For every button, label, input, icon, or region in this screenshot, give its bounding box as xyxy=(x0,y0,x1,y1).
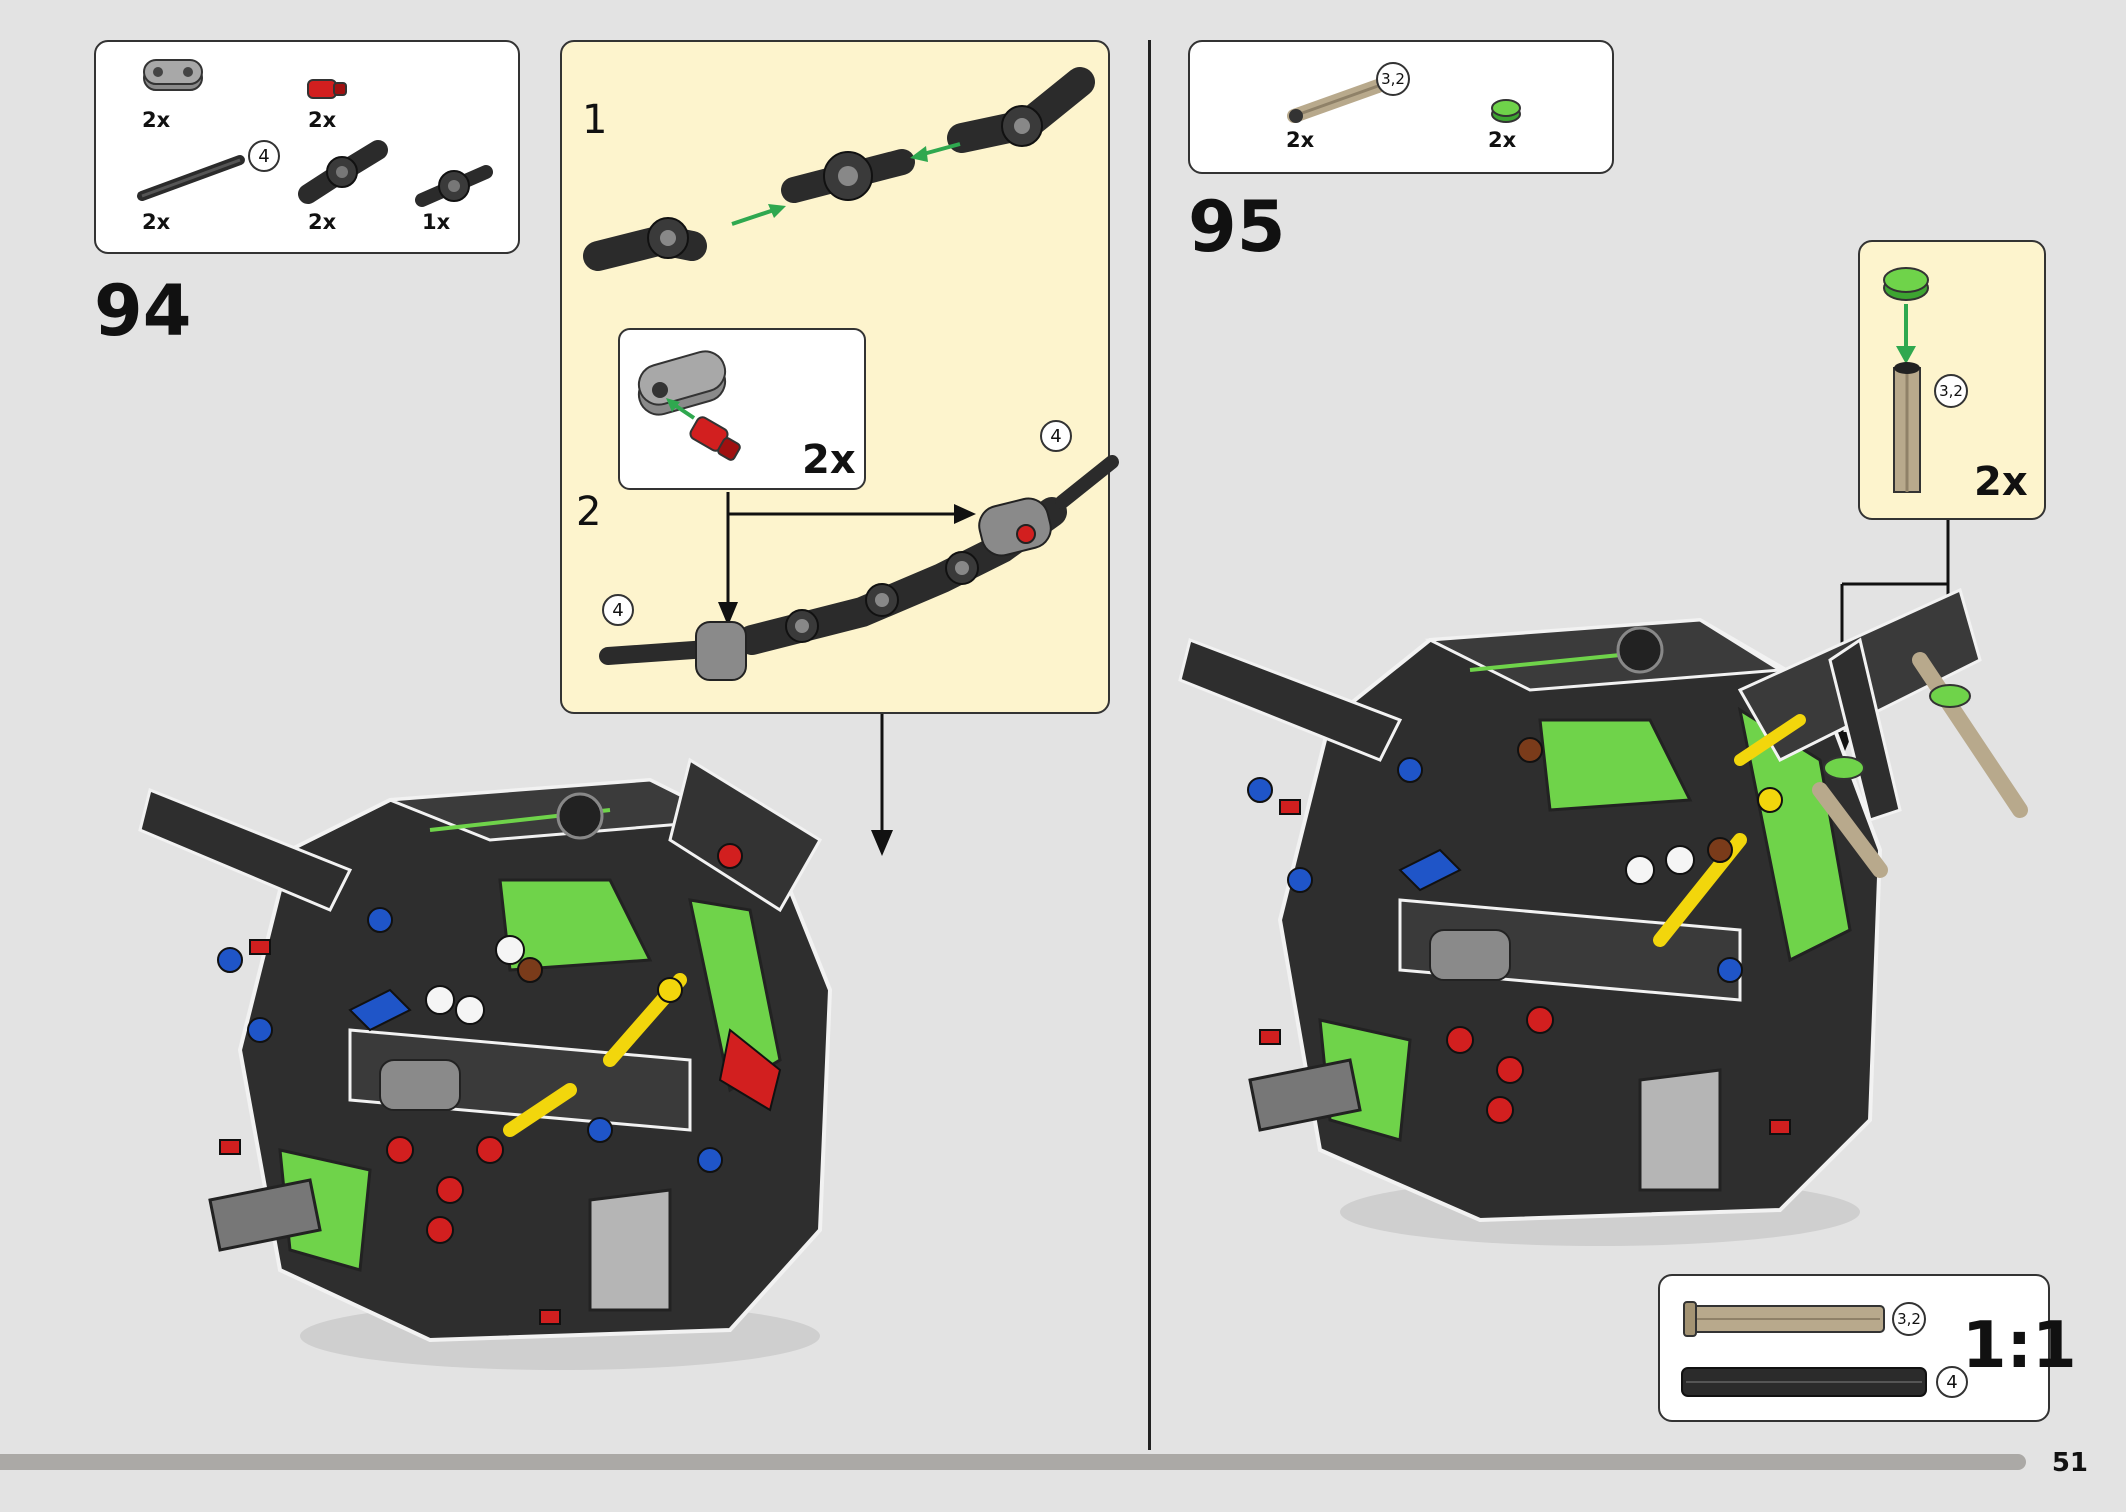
scale-label: 1:1 xyxy=(1962,1309,2077,1383)
scale-reference-box: 3,2 4 1:1 xyxy=(1658,1274,2077,1422)
step-number-95: 95 xyxy=(1188,186,1286,268)
part-qty: 2x xyxy=(1286,128,1315,152)
axle-length-badge: 4 xyxy=(1936,1366,1968,1398)
substep-number-1: 1 xyxy=(582,97,608,143)
gray-liftarm-icon xyxy=(143,59,203,91)
part-qty: 2x xyxy=(308,108,337,132)
step94-subassembly-callout: 1 2 2x xyxy=(560,40,1119,714)
step95-model-illustration xyxy=(1178,587,2028,1246)
substep-number-2: 2 xyxy=(576,489,602,535)
part-qty: 2x xyxy=(142,108,171,132)
part-qty: 2x xyxy=(1488,128,1517,152)
black-hub-icon xyxy=(415,165,493,207)
part-qty: 2x xyxy=(308,210,337,234)
axle-length-badge-right: 4 xyxy=(1040,420,1072,452)
substep2-inner-callout: 2x xyxy=(618,328,866,490)
tan-axle-icon xyxy=(1287,79,1385,123)
axle-length-badge: 3,2 xyxy=(1376,62,1410,96)
green-round-tile-icon xyxy=(1491,99,1521,123)
callout-quantity: 2x xyxy=(802,437,856,483)
step94-model-illustration xyxy=(138,757,833,1370)
page-number: 51 xyxy=(2051,1448,2088,1478)
progress-bar xyxy=(0,1454,2026,1470)
page-divider xyxy=(1148,40,1151,1450)
step95-subassembly-callout: 3,2 2x xyxy=(1858,240,2046,520)
step94-parts-box: 2x 2x 4 2x 2x 1x xyxy=(94,40,520,254)
substep1-assembly-illustration xyxy=(583,67,1095,271)
red-pin-icon xyxy=(307,79,347,99)
tile-on-axle-illustration xyxy=(1883,267,1929,493)
part-qty: 2x xyxy=(142,210,171,234)
liftarm-with-pin-illustration xyxy=(637,350,741,461)
black-axle-scale-icon xyxy=(1681,1367,1927,1397)
black-axle-icon xyxy=(137,155,245,201)
callout-quantity: 2x xyxy=(1974,459,2028,505)
black-connector-icon xyxy=(298,140,388,204)
step95-parts-box: 3,2 2x 2x xyxy=(1188,40,1614,174)
substep2-assembly-illustration xyxy=(599,455,1119,681)
axle-length-badge: 3,2 xyxy=(1934,374,1968,408)
part-qty: 1x xyxy=(422,210,451,234)
tan-axle-scale-icon xyxy=(1683,1301,1885,1337)
axle-length-badge: 3,2 xyxy=(1892,1302,1926,1336)
axle-length-badge: 4 xyxy=(248,140,280,172)
axle-length-badge-left: 4 xyxy=(602,594,634,626)
step-number-94: 94 xyxy=(94,270,192,352)
